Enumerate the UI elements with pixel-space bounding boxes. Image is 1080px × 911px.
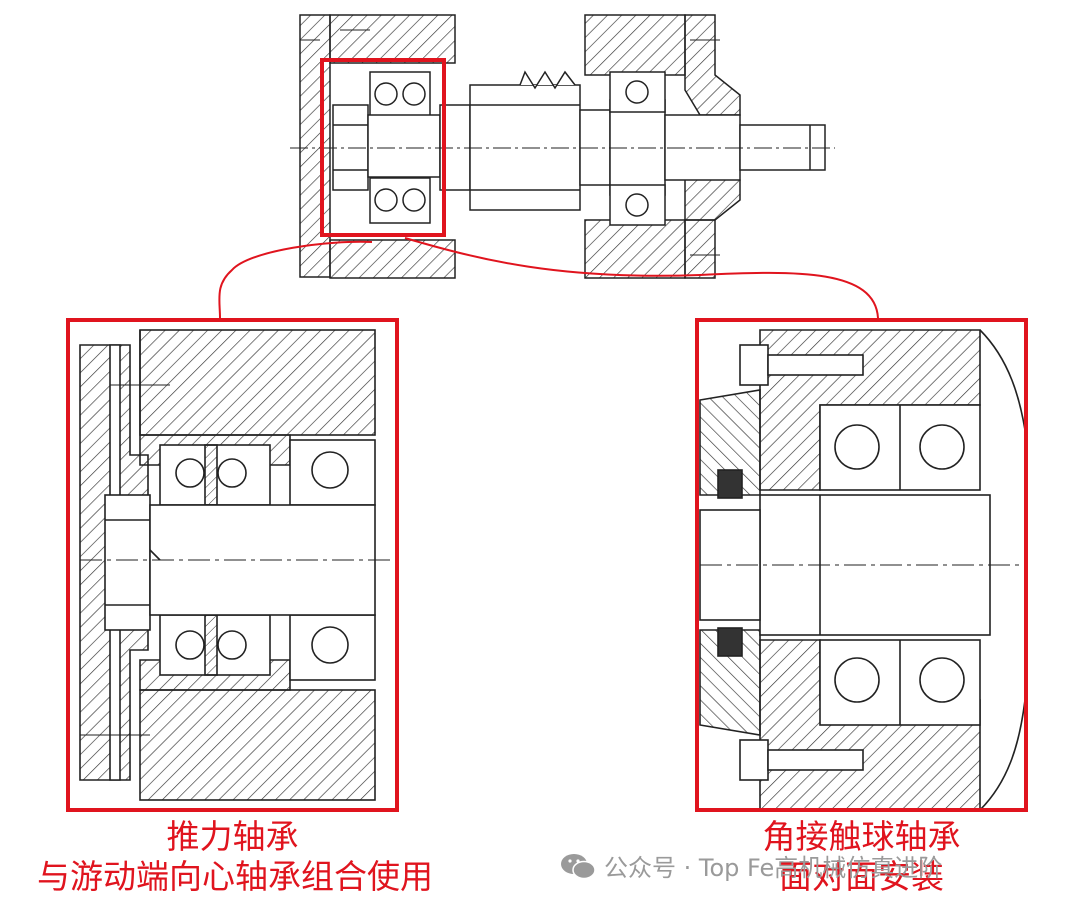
right-cover-upper bbox=[684, 14, 741, 116]
left-housing-lower bbox=[329, 239, 456, 279]
right-detail-drawing bbox=[699, 329, 1026, 810]
right-cover-lower bbox=[684, 219, 716, 279]
left-caption-line2: 与游动端向心轴承组合使用 bbox=[37, 857, 433, 896]
watermark-text: 公众号 · Top Fe高机械仿真进阶 bbox=[604, 854, 943, 882]
watermark: 公众号 · Top Fe高机械仿真进阶 bbox=[560, 848, 942, 883]
connector-left bbox=[218, 240, 373, 319]
right-housing-upper bbox=[584, 14, 686, 76]
top-assembly-drawing bbox=[290, 14, 835, 279]
right-caption-line1: 角接触球轴承 bbox=[762, 817, 961, 856]
shaft-left bbox=[367, 114, 441, 178]
wechat-icon bbox=[560, 852, 596, 880]
left-end-cover bbox=[299, 14, 331, 278]
highlight-box-top bbox=[320, 58, 446, 237]
left-caption-line1: 推力轴承 bbox=[166, 817, 299, 856]
left-housing-upper bbox=[329, 14, 456, 64]
left-detail-drawing bbox=[79, 329, 395, 801]
highlight-box-right bbox=[695, 318, 1028, 812]
right-caption-line2: 面对面安装 bbox=[779, 857, 944, 896]
right-housing-lower bbox=[584, 219, 686, 279]
connector-right bbox=[404, 237, 879, 319]
highlight-box-left bbox=[66, 318, 399, 812]
